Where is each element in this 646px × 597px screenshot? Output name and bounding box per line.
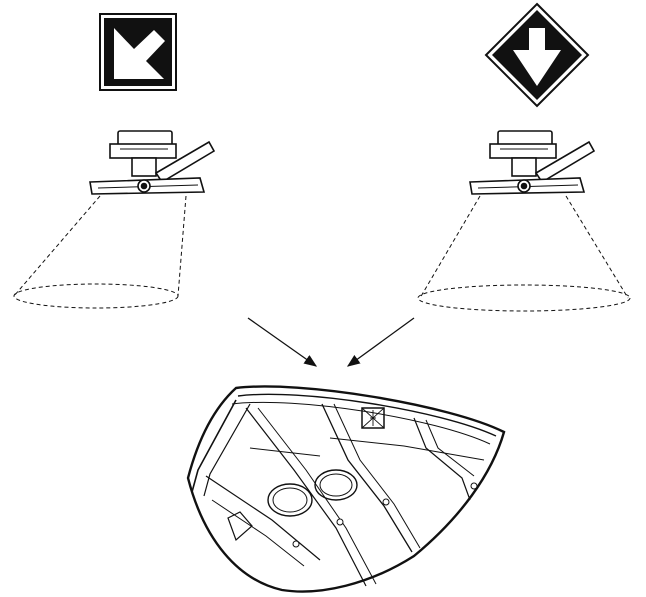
right-fixture-icon [469, 130, 596, 195]
fixture-underside-detail-icon [186, 385, 506, 593]
right-beam-cone [417, 195, 631, 312]
diagonal-arrow-square-icon [99, 13, 177, 91]
down-arrow-diamond-icon [484, 2, 590, 108]
left-fixture-icon [89, 130, 216, 195]
left-beam-cone [13, 195, 187, 309]
pointer-arrows [247, 317, 415, 367]
